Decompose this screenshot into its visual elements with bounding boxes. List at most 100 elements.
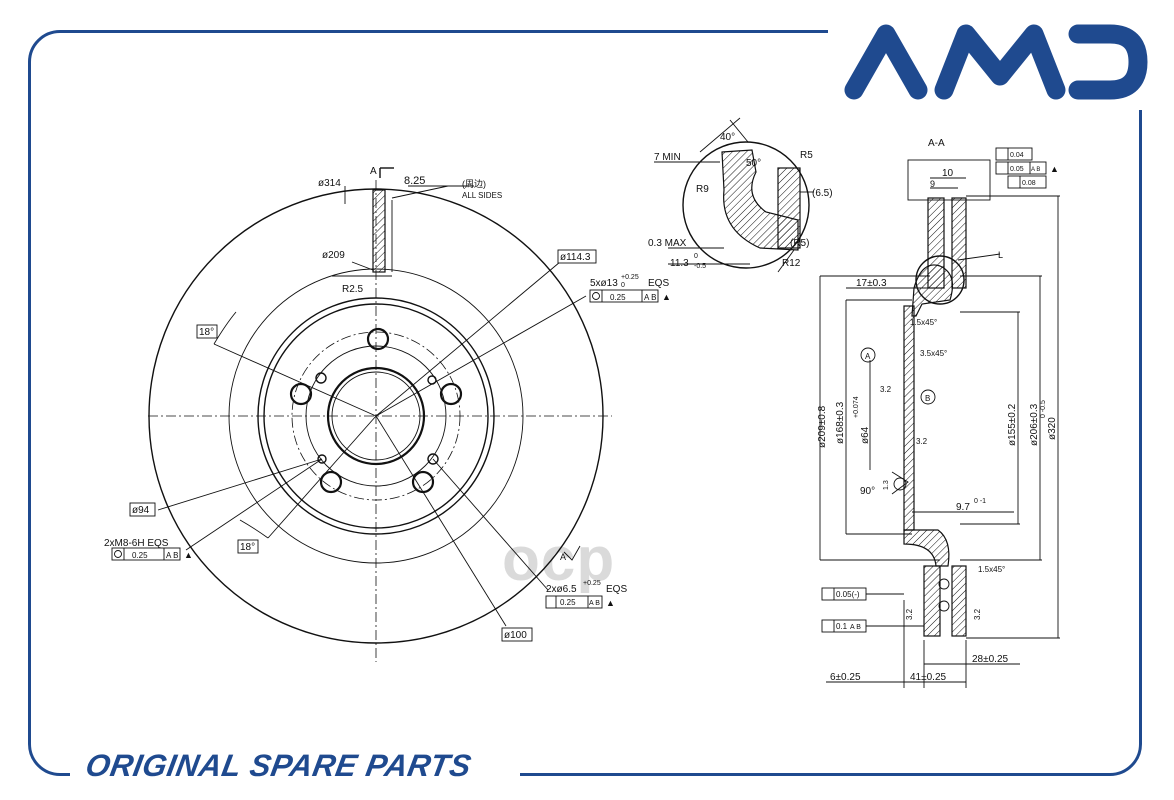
small-hole <box>427 453 439 465</box>
dia-64-tol: +0.074 <box>853 396 860 418</box>
circle-b: B <box>925 394 930 403</box>
detail-mark-circle <box>915 255 965 305</box>
dim-17: 17±0.3 <box>856 278 887 289</box>
circle-b-mark <box>920 389 936 405</box>
dim-113-tol-up: 0 <box>694 253 698 260</box>
chamfer-15: 1.5x45° <box>910 318 937 327</box>
dim-100-box <box>501 627 533 642</box>
finish-note: (周边) <box>462 179 486 189</box>
angle-bottom-box <box>237 539 259 554</box>
dim-28: 28±0.25 <box>972 654 1009 665</box>
dim-113-tol-low: -0.5 <box>694 263 706 270</box>
hat-inner <box>263 303 489 529</box>
rough-32-b: 3.2 <box>916 437 928 446</box>
footer-background <box>70 745 520 789</box>
gdt-frame-5 <box>589 289 659 303</box>
front-view: ø314 A 8.25 (周边) ALL SIDES ø209 R2.5 18°… <box>104 166 671 662</box>
leader-100 <box>375 415 507 627</box>
thread-spec: 2xM8-6H EQS <box>104 538 169 549</box>
r25-leader <box>351 261 374 271</box>
holes-5-eqs: EQS <box>648 278 669 289</box>
angle-top-box <box>196 324 218 339</box>
angle-90: 90° <box>860 486 875 497</box>
leader-94 <box>157 458 323 511</box>
position-icon <box>114 550 122 558</box>
hat-outer <box>257 297 495 535</box>
dia-168: ø168±0.3 <box>835 401 846 444</box>
section-title: A-A <box>928 138 945 149</box>
triangle-icon: ▲ <box>662 292 671 302</box>
holes-2: 2xø6.5 <box>546 584 577 595</box>
detail-flange <box>777 167 801 249</box>
gdt-flatness <box>995 147 1033 161</box>
datum-ab: A B <box>1031 167 1040 173</box>
leader-13 <box>375 295 587 417</box>
position-icon <box>592 292 600 300</box>
dim-94: ø94 <box>132 505 150 516</box>
angle-bottom: 18° <box>240 542 255 553</box>
min-7: 7 MIN <box>654 152 681 163</box>
inner-circle <box>305 345 447 487</box>
dia-209: ø209±0.8 <box>817 405 828 448</box>
top-section-hatch <box>372 189 386 273</box>
detail-ext <box>777 249 795 273</box>
holes-2-eqs: EQS <box>606 584 627 595</box>
center-bore <box>326 366 426 466</box>
amd-logo <box>844 24 1148 100</box>
radius-r5b: (R5) <box>790 238 809 249</box>
circle-a: A <box>865 352 871 361</box>
finish-leader <box>391 185 449 199</box>
stud-hole <box>319 470 343 494</box>
tol-004: 0.04 <box>1010 152 1024 159</box>
dia-155: ø155±0.2 <box>1007 403 1018 446</box>
small-hole <box>315 372 327 384</box>
angle-ray-bottom <box>267 415 377 539</box>
rough-32-c: 3.2 <box>905 608 914 620</box>
tol-008: 0.08 <box>1022 180 1036 187</box>
section-hat-wall <box>903 305 915 531</box>
angle-ray-top <box>213 343 377 417</box>
gdt-datum-2: A B <box>589 600 600 607</box>
holes-5: 5xø13 <box>590 278 618 289</box>
drawing-frame <box>28 30 1142 776</box>
gdt-tol-2: 0.25 <box>560 598 576 607</box>
dim-314: ø314 <box>318 178 341 189</box>
stud-hole <box>411 470 435 494</box>
max-03: 0.3 MAX <box>648 238 687 249</box>
dim-113: 11.3 <box>670 258 689 269</box>
section-view: A-A <box>817 138 1060 688</box>
dim-10: 10 <box>942 168 954 179</box>
mark-l-leader <box>957 253 1001 261</box>
rough-32-a: 3.2 <box>880 385 892 394</box>
dim-94-box <box>129 502 156 517</box>
tol-005b: 0.05(-) <box>836 590 860 599</box>
dim-114: ø114.3 <box>560 252 591 263</box>
section-rotor-outer-b <box>951 197 967 289</box>
leader-m8 <box>185 458 323 551</box>
angle-40: 40° <box>720 132 735 143</box>
all-sides: ALL SIDES <box>462 191 502 200</box>
gdt-frame-m8 <box>111 547 181 561</box>
leader-114 <box>375 261 561 417</box>
chamfer-15b: 1.5x45° <box>978 565 1005 574</box>
center-bore-chamfer <box>331 371 421 461</box>
angle-arc-top <box>213 311 237 345</box>
dim-65: (6.5) <box>812 188 833 199</box>
dim-100: ø100 <box>504 630 527 641</box>
dim-97-tol: 0 -1 <box>974 498 986 505</box>
holes-2-tol: +0.25 <box>583 580 601 587</box>
bolt-circle <box>291 331 461 501</box>
dim-6: 6±0.25 <box>830 672 861 683</box>
mark-l: L <box>998 250 1003 260</box>
dim-13: 1.3 <box>883 480 890 490</box>
section-top-block <box>907 159 991 201</box>
chamfer-35: 3.5x45° <box>920 349 947 358</box>
angle-top: 18° <box>199 327 214 338</box>
section-rotor-inner-a <box>923 565 941 637</box>
leader-65 <box>432 458 549 591</box>
disc-outer-edge <box>148 188 604 644</box>
small-hole <box>317 454 327 464</box>
holes-5-tol-up: +0.25 <box>621 274 639 281</box>
radius-r25: R2.5 <box>342 284 364 295</box>
